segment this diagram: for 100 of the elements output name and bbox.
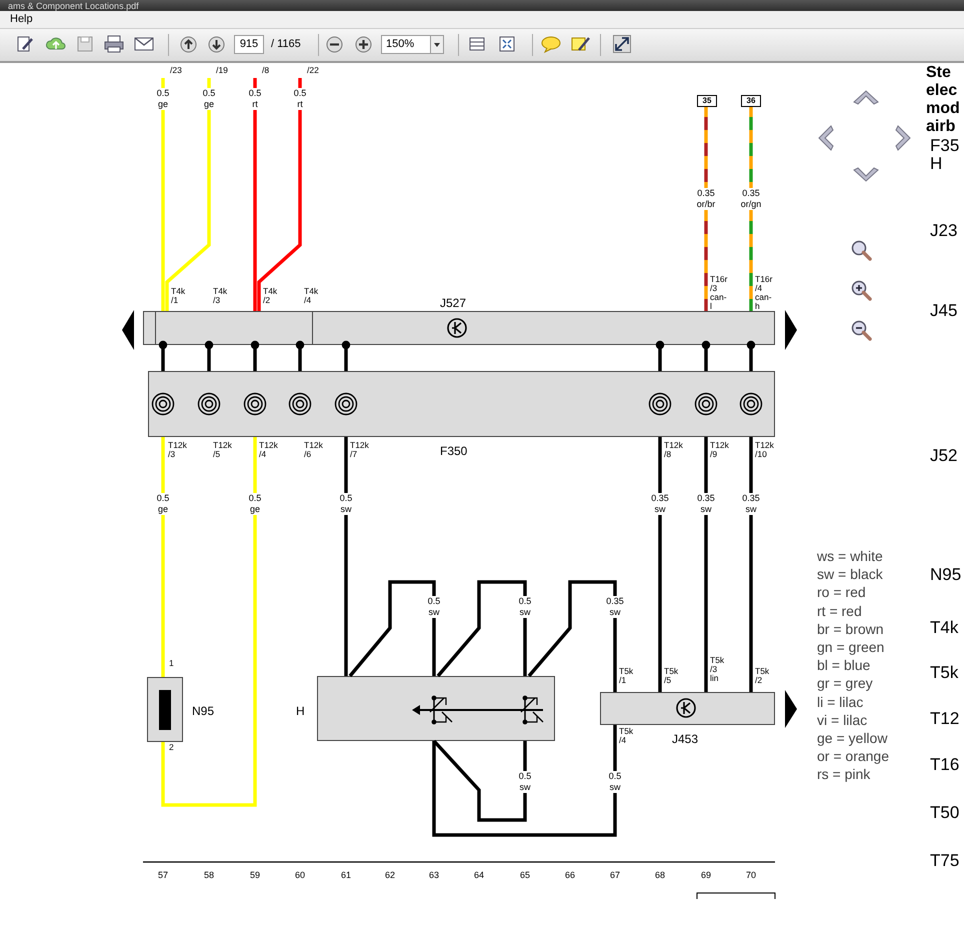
pin-label: T4k /2 [263,287,278,305]
wire [161,437,257,807]
color-code: li = lilac [817,694,864,710]
component-label: N95 [192,704,214,718]
component-list-item: T5k [930,664,958,682]
pin-label: T5k /2 [755,667,770,685]
wire [204,340,214,371]
wire [432,740,527,822]
wire [342,340,350,371]
pin-label: T12k /9 [710,441,729,459]
pin-label: T4k /4 [304,287,318,305]
color-code: br = brown [817,620,884,637]
wire [528,580,617,692]
column-number: 63 [428,870,440,881]
pin-label: T12k /5 [213,441,232,459]
pin-label: T5k /3 lin [710,656,724,683]
wire-label: 0.35 or/br [694,188,718,210]
wire [344,437,348,676]
component-list-item: T50 [930,804,960,822]
pin-label: 1 [169,659,174,668]
component-list-item: T4k [930,619,958,637]
wire [658,437,662,692]
menu-item: Help [10,12,33,26]
window-title: ams & Component Locations.pdf [8,0,139,12]
color-code: ws = white [817,548,883,564]
wire [257,78,302,311]
column-number: 64 [472,870,485,881]
wire-label: 0.35 or/gn [739,188,763,210]
terminal-tag: 35 [697,95,717,107]
column-number: 62 [384,870,396,881]
color-code: sw = black [817,566,883,582]
pin-label: T4k /1 [171,287,186,305]
color-code: rs = pink [817,766,870,782]
wire [746,340,756,371]
column-number: 67 [608,870,621,881]
page-count: / 1165 [271,37,301,51]
column-number: 66 [564,870,576,881]
color-code: ro = red [817,584,866,600]
column-number: 59 [248,870,261,881]
color-code: or = orange [817,748,889,764]
pin-label: T16r /4 can-h [755,275,772,311]
wire [250,340,260,371]
component-list-item: J45 [930,302,958,320]
pin-label: T12k /7 [350,441,369,459]
pin-label: /19 [216,66,228,75]
wire [165,78,211,311]
wire [436,580,527,678]
wire [704,437,708,692]
zoom-level-field: 150% [381,35,431,54]
column-number: 69 [700,870,712,881]
wire [158,340,168,371]
wire [296,340,304,371]
wire [704,107,708,311]
component-list-item: H [930,155,942,173]
wire [432,725,617,837]
wire [702,340,710,371]
wire [749,107,753,311]
panel-heading: Ste elec mod airb [926,64,960,136]
component-list-item: T16 [930,756,960,774]
color-code: vi = lilac [817,712,868,728]
wire [253,78,257,311]
pin-label: /8 [262,66,270,75]
pin-label: 2 [169,743,174,752]
component-list-item: N95 [930,566,962,584]
pin-label: T5k /1 [619,667,634,685]
pin-label: T16r /3 can-l [710,275,728,311]
pin-label: T4k /3 [213,287,228,305]
component-list-item: F35 [930,137,960,155]
component-list-item: J23 [930,222,958,240]
color-code: gn = green [817,639,884,655]
component-label: J453 [672,732,698,746]
column-number: 68 [654,870,666,881]
wire [656,340,664,371]
component-list-item: T12 [930,710,960,728]
pin-label: T5k /4 [619,727,634,745]
terminal-tag: 36 [741,95,761,107]
column-number: 70 [744,870,757,881]
color-code: rt = red [817,602,862,619]
column-number: 57 [156,870,169,881]
color-code: ge = yellow [817,730,888,746]
column-number: 61 [340,870,352,881]
pin-label: T12k /4 [259,441,278,459]
pin-label: /23 [170,66,182,75]
wire [161,78,165,311]
pin-label: T5k /5 [664,667,678,685]
wire [161,437,165,677]
component-list-item: T75 [930,852,960,870]
column-number: 65 [518,870,531,881]
wire [348,580,436,678]
component-label: F350 [440,444,468,458]
component-label: H [296,704,305,718]
wire [749,437,753,692]
pin-label: T12k /10 [755,441,774,459]
color-code: bl = blue [817,657,870,674]
pin-label: T12k /3 [168,441,187,459]
column-number: 60 [294,870,306,881]
color-code: gr = grey [817,675,873,692]
component-list-item: J52 [930,447,958,465]
pin-label: /22 [307,66,319,75]
column-number: 58 [202,870,215,881]
